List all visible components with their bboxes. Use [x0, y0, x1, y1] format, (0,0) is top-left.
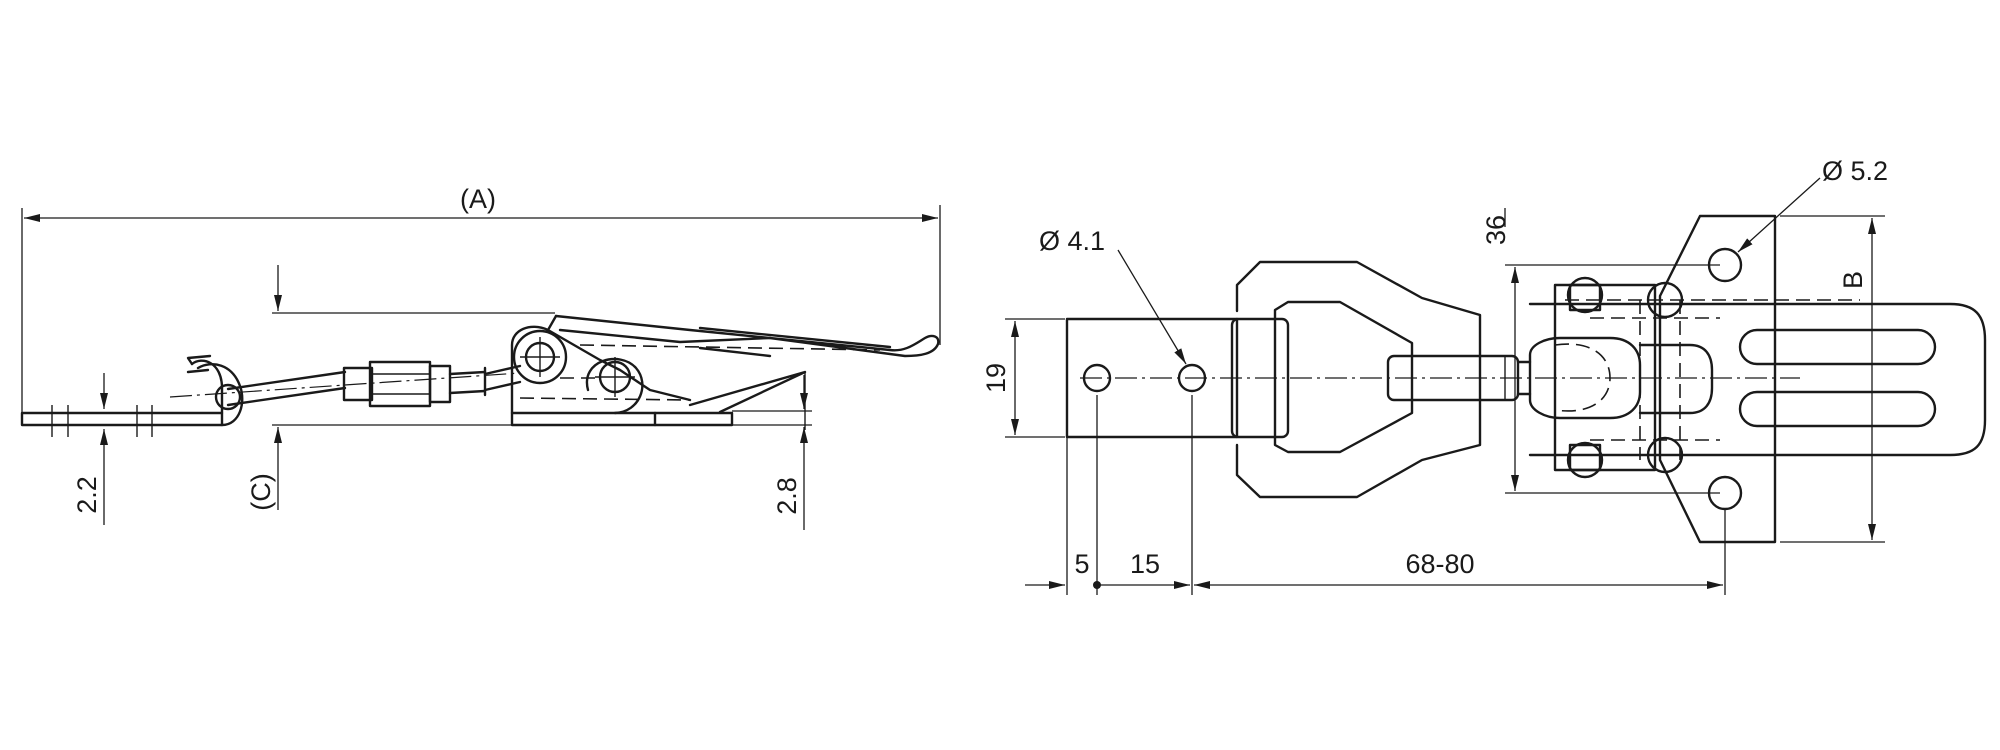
hook-loop: [1230, 260, 1482, 499]
side-view: (A) 2.2: [20, 184, 941, 530]
label-36: 36: [1481, 215, 1511, 245]
callout-hole-4-1: Ø 4.1: [1039, 226, 1187, 365]
callout-hole-5-2: Ø 5.2: [1737, 156, 1888, 253]
dimension-2-8: 2.8: [732, 375, 812, 530]
dimension-19: 19: [981, 318, 1065, 438]
label-c: (C): [246, 473, 276, 510]
label-b: B: [1838, 271, 1868, 289]
latch-top: [1528, 214, 1987, 544]
label-19: 19: [981, 363, 1011, 393]
latch-body: [510, 314, 940, 430]
label-hole-4-1: Ø 4.1: [1039, 226, 1105, 256]
dimension-a: (A): [21, 184, 941, 425]
tension-rod: [169, 360, 522, 408]
label-5: 5: [1074, 549, 1089, 579]
dimension-c: (C): [246, 265, 555, 511]
label-15: 15: [1130, 549, 1160, 579]
label-2-8: 2.8: [772, 477, 802, 515]
label-hole-5-2: Ø 5.2: [1822, 156, 1888, 186]
strike-plate: [20, 354, 244, 437]
label-a: (A): [460, 184, 496, 214]
dimension-2-2: 2.2: [72, 373, 108, 525]
dimension-chain: 5 15 68-80: [1025, 395, 1726, 595]
label-2-2: 2.2: [72, 476, 102, 514]
dimension-36: 36: [1481, 208, 1720, 494]
top-view: 19 36 B 5 15 68-8: [981, 156, 1987, 595]
label-68-80: 68-80: [1405, 549, 1474, 579]
dimension-b: B: [1780, 215, 1885, 543]
